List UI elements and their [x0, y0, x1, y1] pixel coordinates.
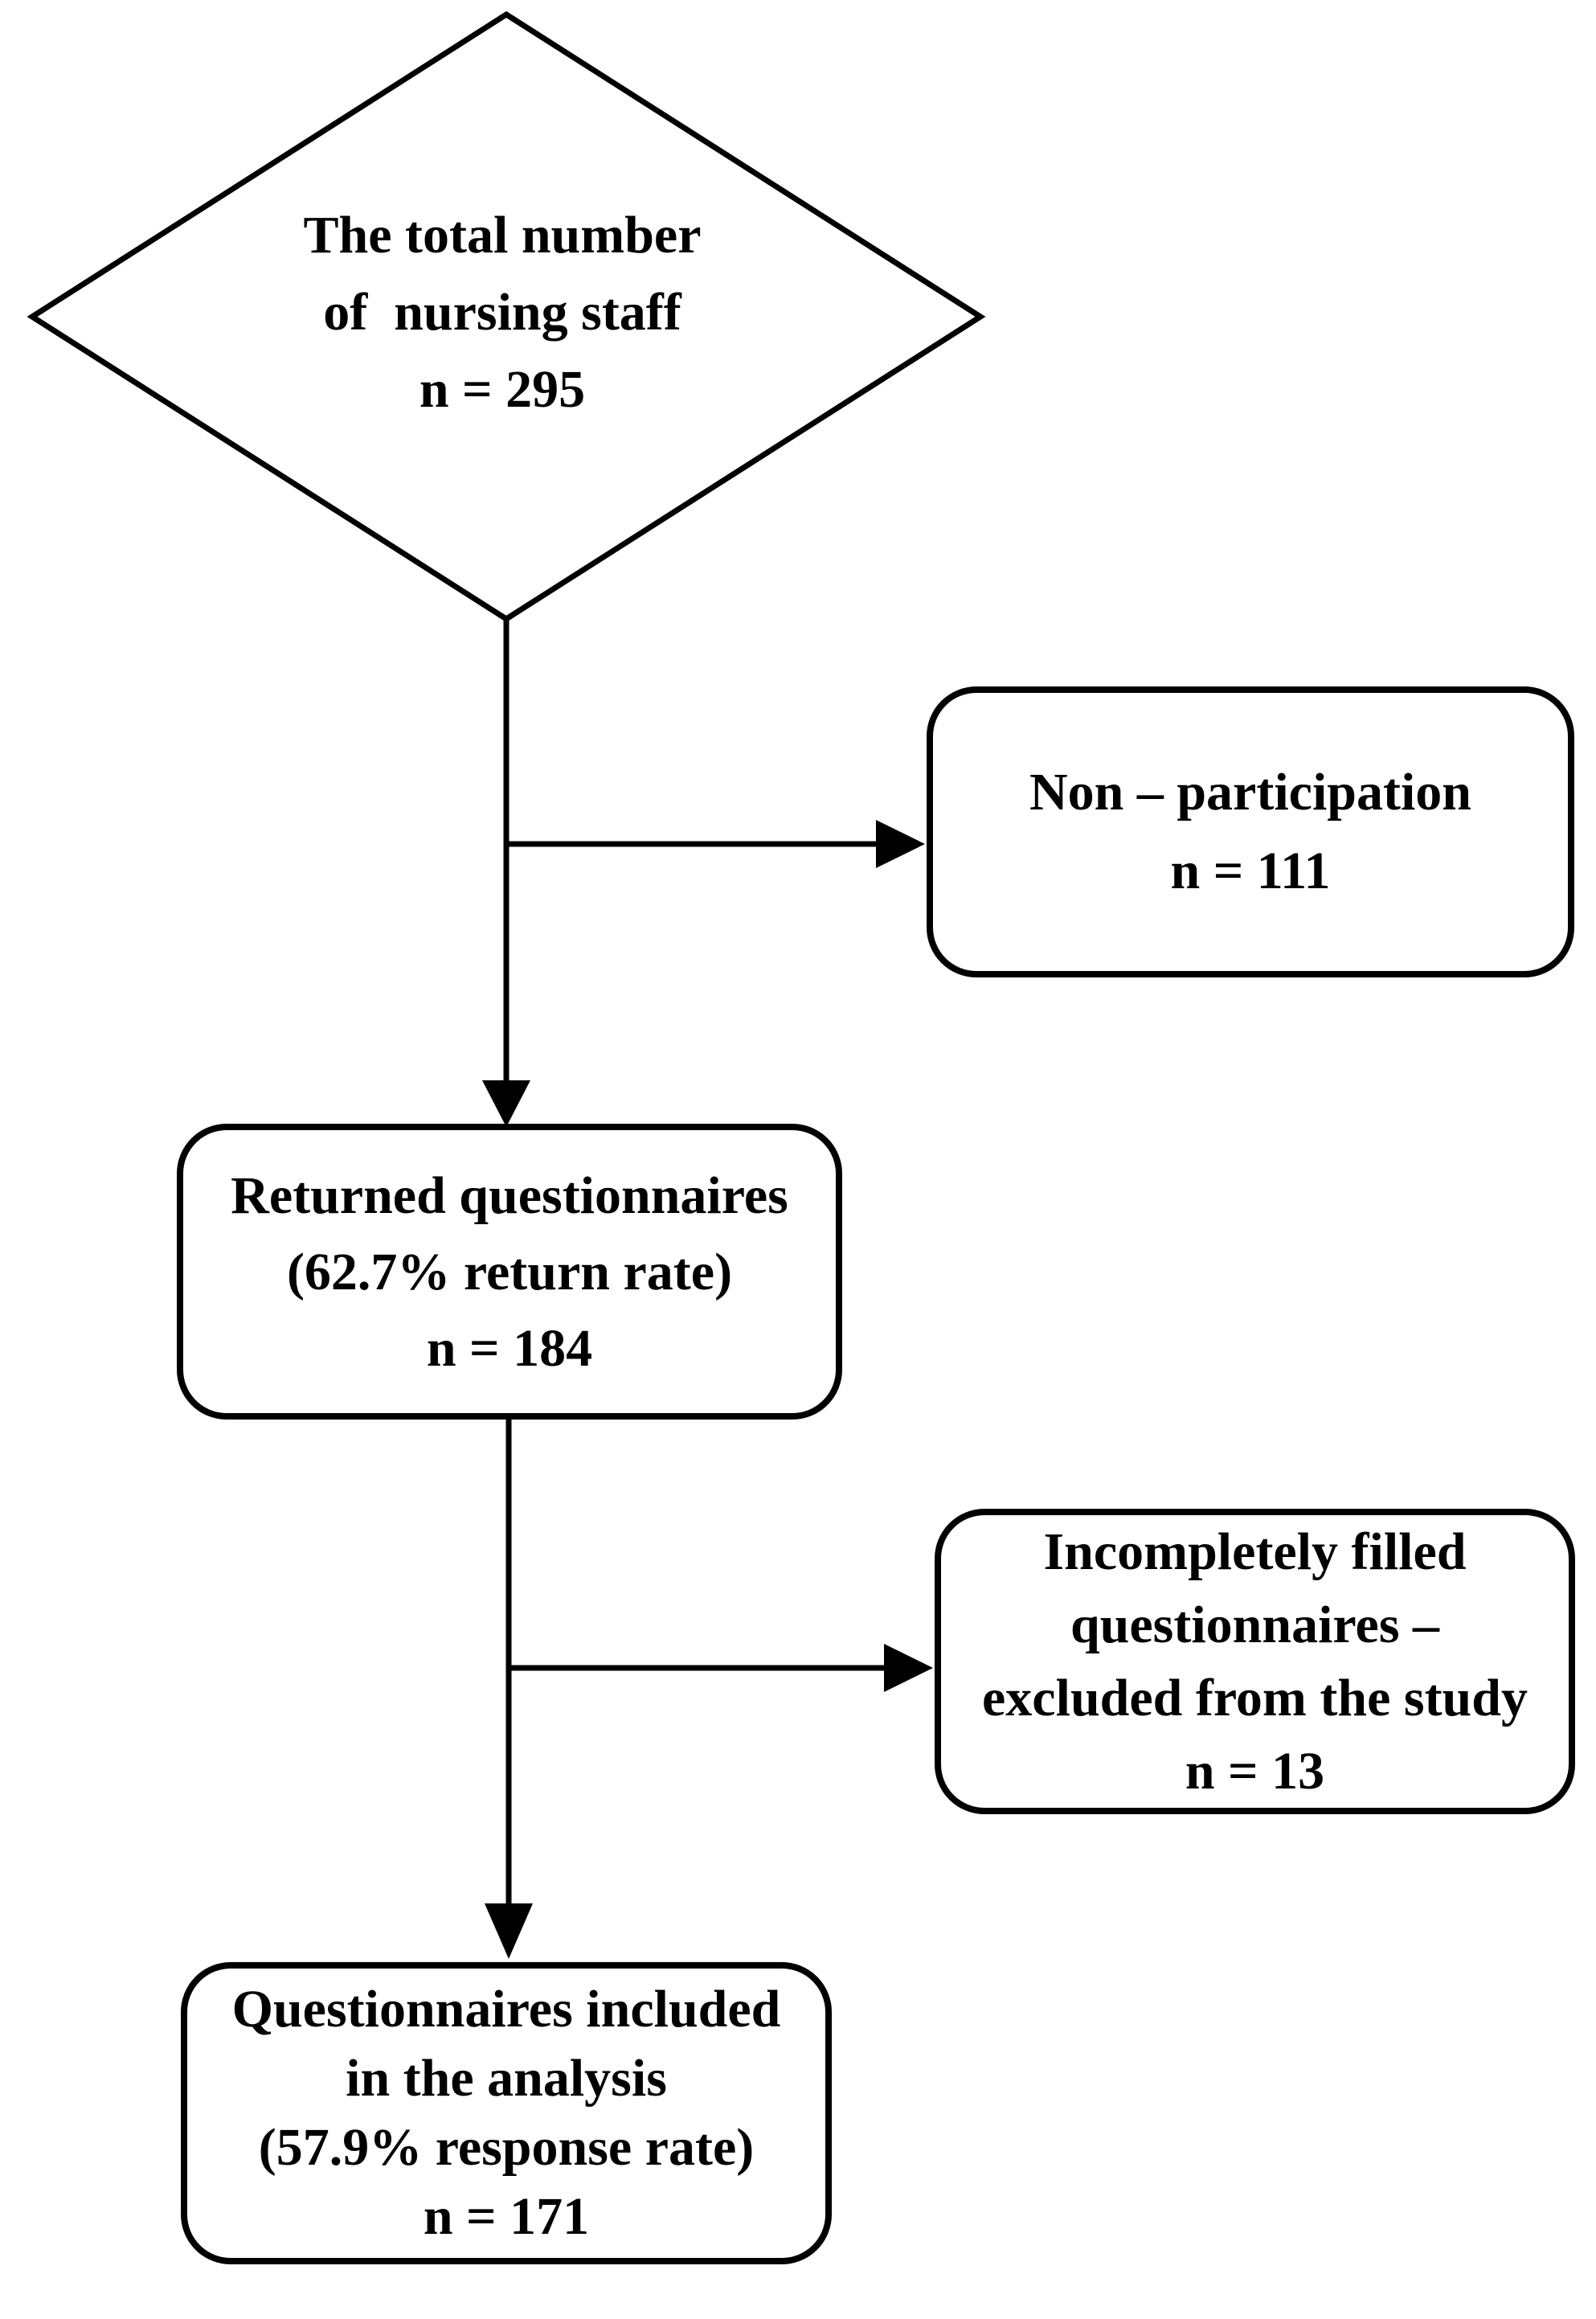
- node-total-staff-line-1: The total number: [303, 206, 702, 264]
- node-included-count: n = 171: [423, 2187, 590, 2246]
- node-incomplete-count: n = 13: [1185, 1742, 1325, 1801]
- node-non-participation: Non – participation n = 111: [927, 686, 1574, 977]
- node-returned-questionnaires: Returned questionnaires (62.7% return ra…: [177, 1124, 842, 1420]
- node-included-line-1: Questionnaires included: [231, 1980, 781, 2038]
- node-included-questionnaires: Questionnaires included in the analysis …: [181, 1962, 832, 2264]
- node-total-staff: The total number of nursing staff n = 29…: [100, 197, 904, 428]
- node-total-staff-count: n = 295: [419, 360, 586, 419]
- node-returned-line-2: (62.7% return rate): [286, 1242, 733, 1301]
- node-total-staff-line-2: of nursing staff: [323, 283, 681, 342]
- arrowhead-down-returned-icon: [482, 1080, 530, 1127]
- arrowhead-right-non-participation-icon: [876, 820, 925, 868]
- arrowhead-right-incomplete-icon: [884, 1644, 933, 1692]
- node-included-line-2: in the analysis: [346, 2049, 667, 2108]
- node-incomplete-line-3: excluded from the study: [982, 1669, 1528, 1727]
- arrowhead-down-included-icon: [485, 1903, 533, 1959]
- node-incomplete-line-2: questionnaires –: [1070, 1596, 1440, 1654]
- node-non-participation-count: n = 111: [1170, 842, 1331, 900]
- node-non-participation-label: Non – participation: [1029, 763, 1472, 821]
- node-incomplete-questionnaires: Incompletely filled questionnaires – exc…: [935, 1509, 1575, 1814]
- node-returned-count: n = 184: [426, 1318, 593, 1378]
- node-included-line-3: (57.9% response rate): [258, 2118, 755, 2177]
- node-returned-line-1: Returned questionnaires: [231, 1166, 788, 1225]
- node-incomplete-line-1: Incompletely filled: [1043, 1522, 1467, 1581]
